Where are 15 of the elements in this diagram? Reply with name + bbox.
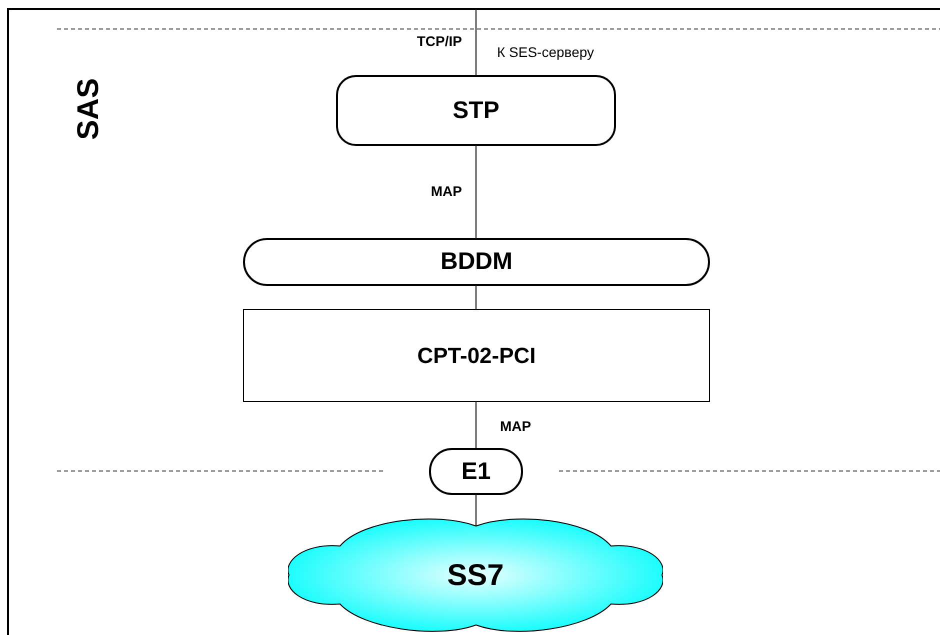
node-label: CPT-02-PCI [417,342,536,368]
node-label: STP [452,96,500,124]
note-text: К SES-серверу [497,44,594,60]
node-label: BDDM [440,248,512,276]
section-label: SAS [72,77,106,142]
edge-label: MAP [430,183,462,199]
node-label: SS7 [447,559,504,593]
node-label: E1 [461,458,491,486]
pill-box [429,448,523,495]
pill-box [243,238,710,286]
edge-label: TCP/IP [416,33,462,49]
cloud-shape [288,517,663,635]
process-box [243,309,710,402]
edge-label: MAP [500,418,532,434]
rounded-box [336,75,616,146]
